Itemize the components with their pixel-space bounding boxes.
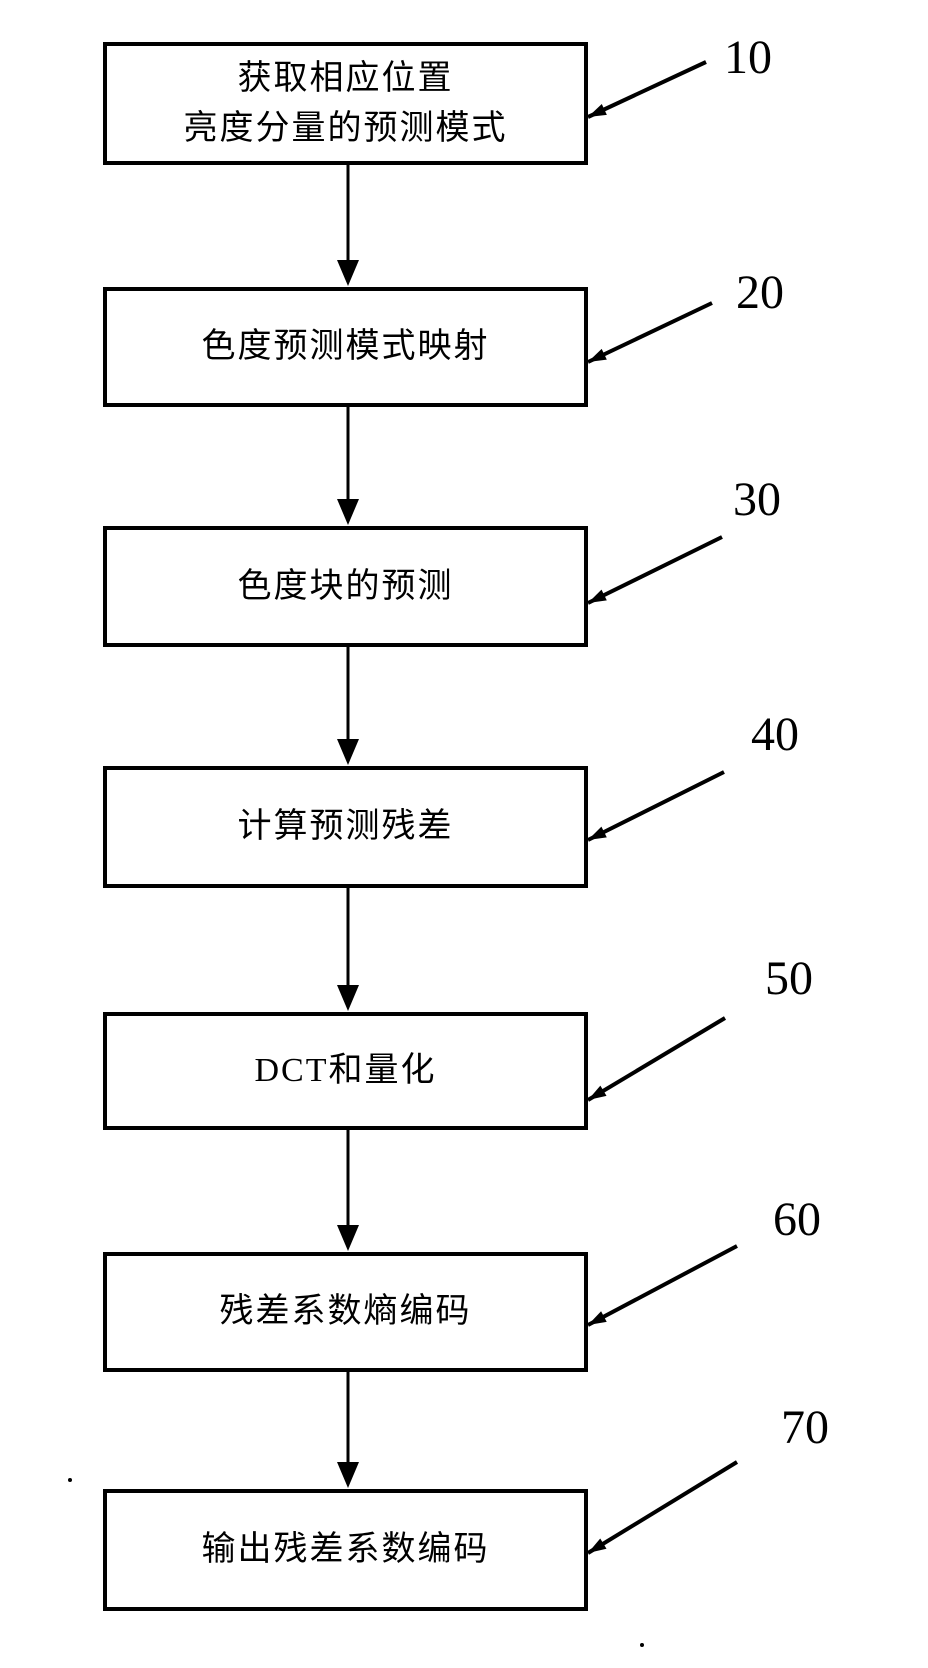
process-box-text: DCT和量化 [254, 1052, 437, 1089]
reference-leader-line [587, 1244, 738, 1327]
flow-arrowhead-icon [337, 739, 359, 765]
flow-arrowhead-icon [337, 499, 359, 525]
scan-artifact-dot [68, 1478, 72, 1482]
flow-arrowhead-icon [337, 1225, 359, 1251]
leader-barb-icon [588, 103, 607, 117]
reference-number-50: 50 [765, 952, 813, 1005]
leader-barb-icon [588, 826, 607, 840]
reference-number-30: 30 [733, 473, 781, 526]
reference-leader-line [586, 1460, 739, 1555]
flow-arrowhead-icon [337, 1462, 359, 1488]
reference-leader-line [587, 301, 713, 364]
process-box-text: 残差系数熵编码 [219, 1293, 472, 1330]
process-box-text: 亮度分量的预测模式 [183, 109, 508, 147]
leader-barb-icon [588, 1311, 607, 1325]
leader-barb-icon [588, 348, 607, 362]
process-box-text: 输出残差系数编码 [201, 1531, 490, 1568]
leader-barb-icon [588, 1538, 607, 1553]
flow-arrowhead-icon [337, 260, 359, 286]
reference-number-60: 60 [773, 1193, 821, 1246]
scan-artifact-dot [640, 1643, 644, 1647]
leader-barb-icon [588, 589, 607, 603]
process-box-10: 获取相应位置亮度分量的预测模式 [103, 42, 588, 165]
reference-leader-line [587, 535, 723, 605]
process-box-text: 色度块的预测 [237, 567, 454, 605]
process-box-text: 计算预测残差 [237, 808, 454, 845]
reference-number-10: 10 [724, 31, 772, 84]
leader-barb-icon [588, 1085, 607, 1100]
flow-arrowhead-icon [337, 985, 359, 1011]
process-box-60: 残差系数熵编码 [103, 1252, 588, 1372]
reference-leader-line [587, 770, 725, 842]
reference-number-70: 70 [781, 1401, 829, 1454]
reference-number-40: 40 [751, 708, 799, 761]
process-box-50: DCT和量化 [103, 1012, 588, 1130]
process-box-70: 输出残差系数编码 [103, 1489, 588, 1611]
reference-leader-line [587, 60, 707, 119]
process-box-20: 色度预测模式映射 [103, 287, 588, 407]
process-box-text: 获取相应位置 [237, 59, 454, 97]
process-box-30: 色度块的预测 [103, 526, 588, 647]
reference-number-20: 20 [736, 266, 784, 319]
process-box-text: 色度预测模式映射 [201, 328, 490, 365]
process-box-40: 计算预测残差 [103, 766, 588, 888]
reference-leader-line [586, 1016, 727, 1102]
